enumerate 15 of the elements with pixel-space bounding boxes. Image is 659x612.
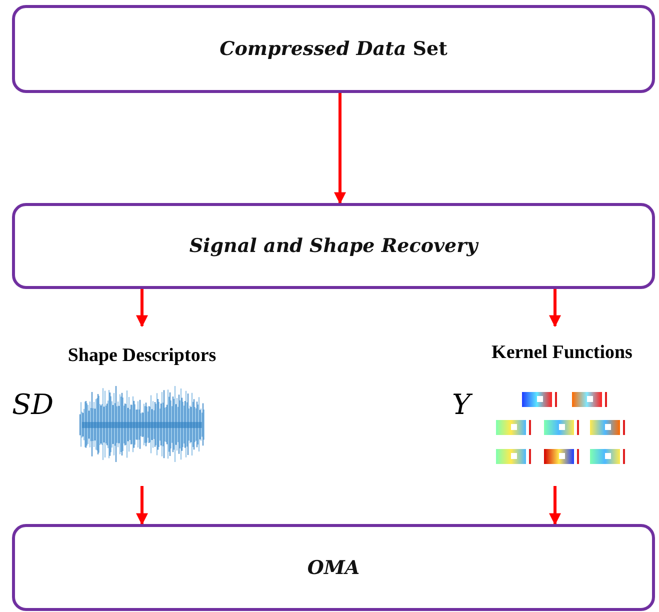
process-box: [12, 203, 655, 289]
box-label: OMA: [307, 556, 360, 578]
process-box: [12, 5, 655, 93]
heading-label: Shape Descriptors: [68, 345, 216, 367]
heading-label: Kernel Functions: [492, 342, 632, 364]
box-label: Compressed Data Set: [220, 38, 448, 60]
arrow: [136, 289, 148, 328]
symbol-label: SD: [12, 388, 54, 421]
arrow: [136, 486, 148, 526]
arrow: [549, 289, 561, 328]
arrow: [334, 93, 346, 204]
box-label: Signal and Shape Recovery: [189, 235, 478, 257]
arrow: [549, 486, 561, 526]
process-box: [12, 524, 655, 611]
symbol-label: Y: [452, 388, 470, 421]
